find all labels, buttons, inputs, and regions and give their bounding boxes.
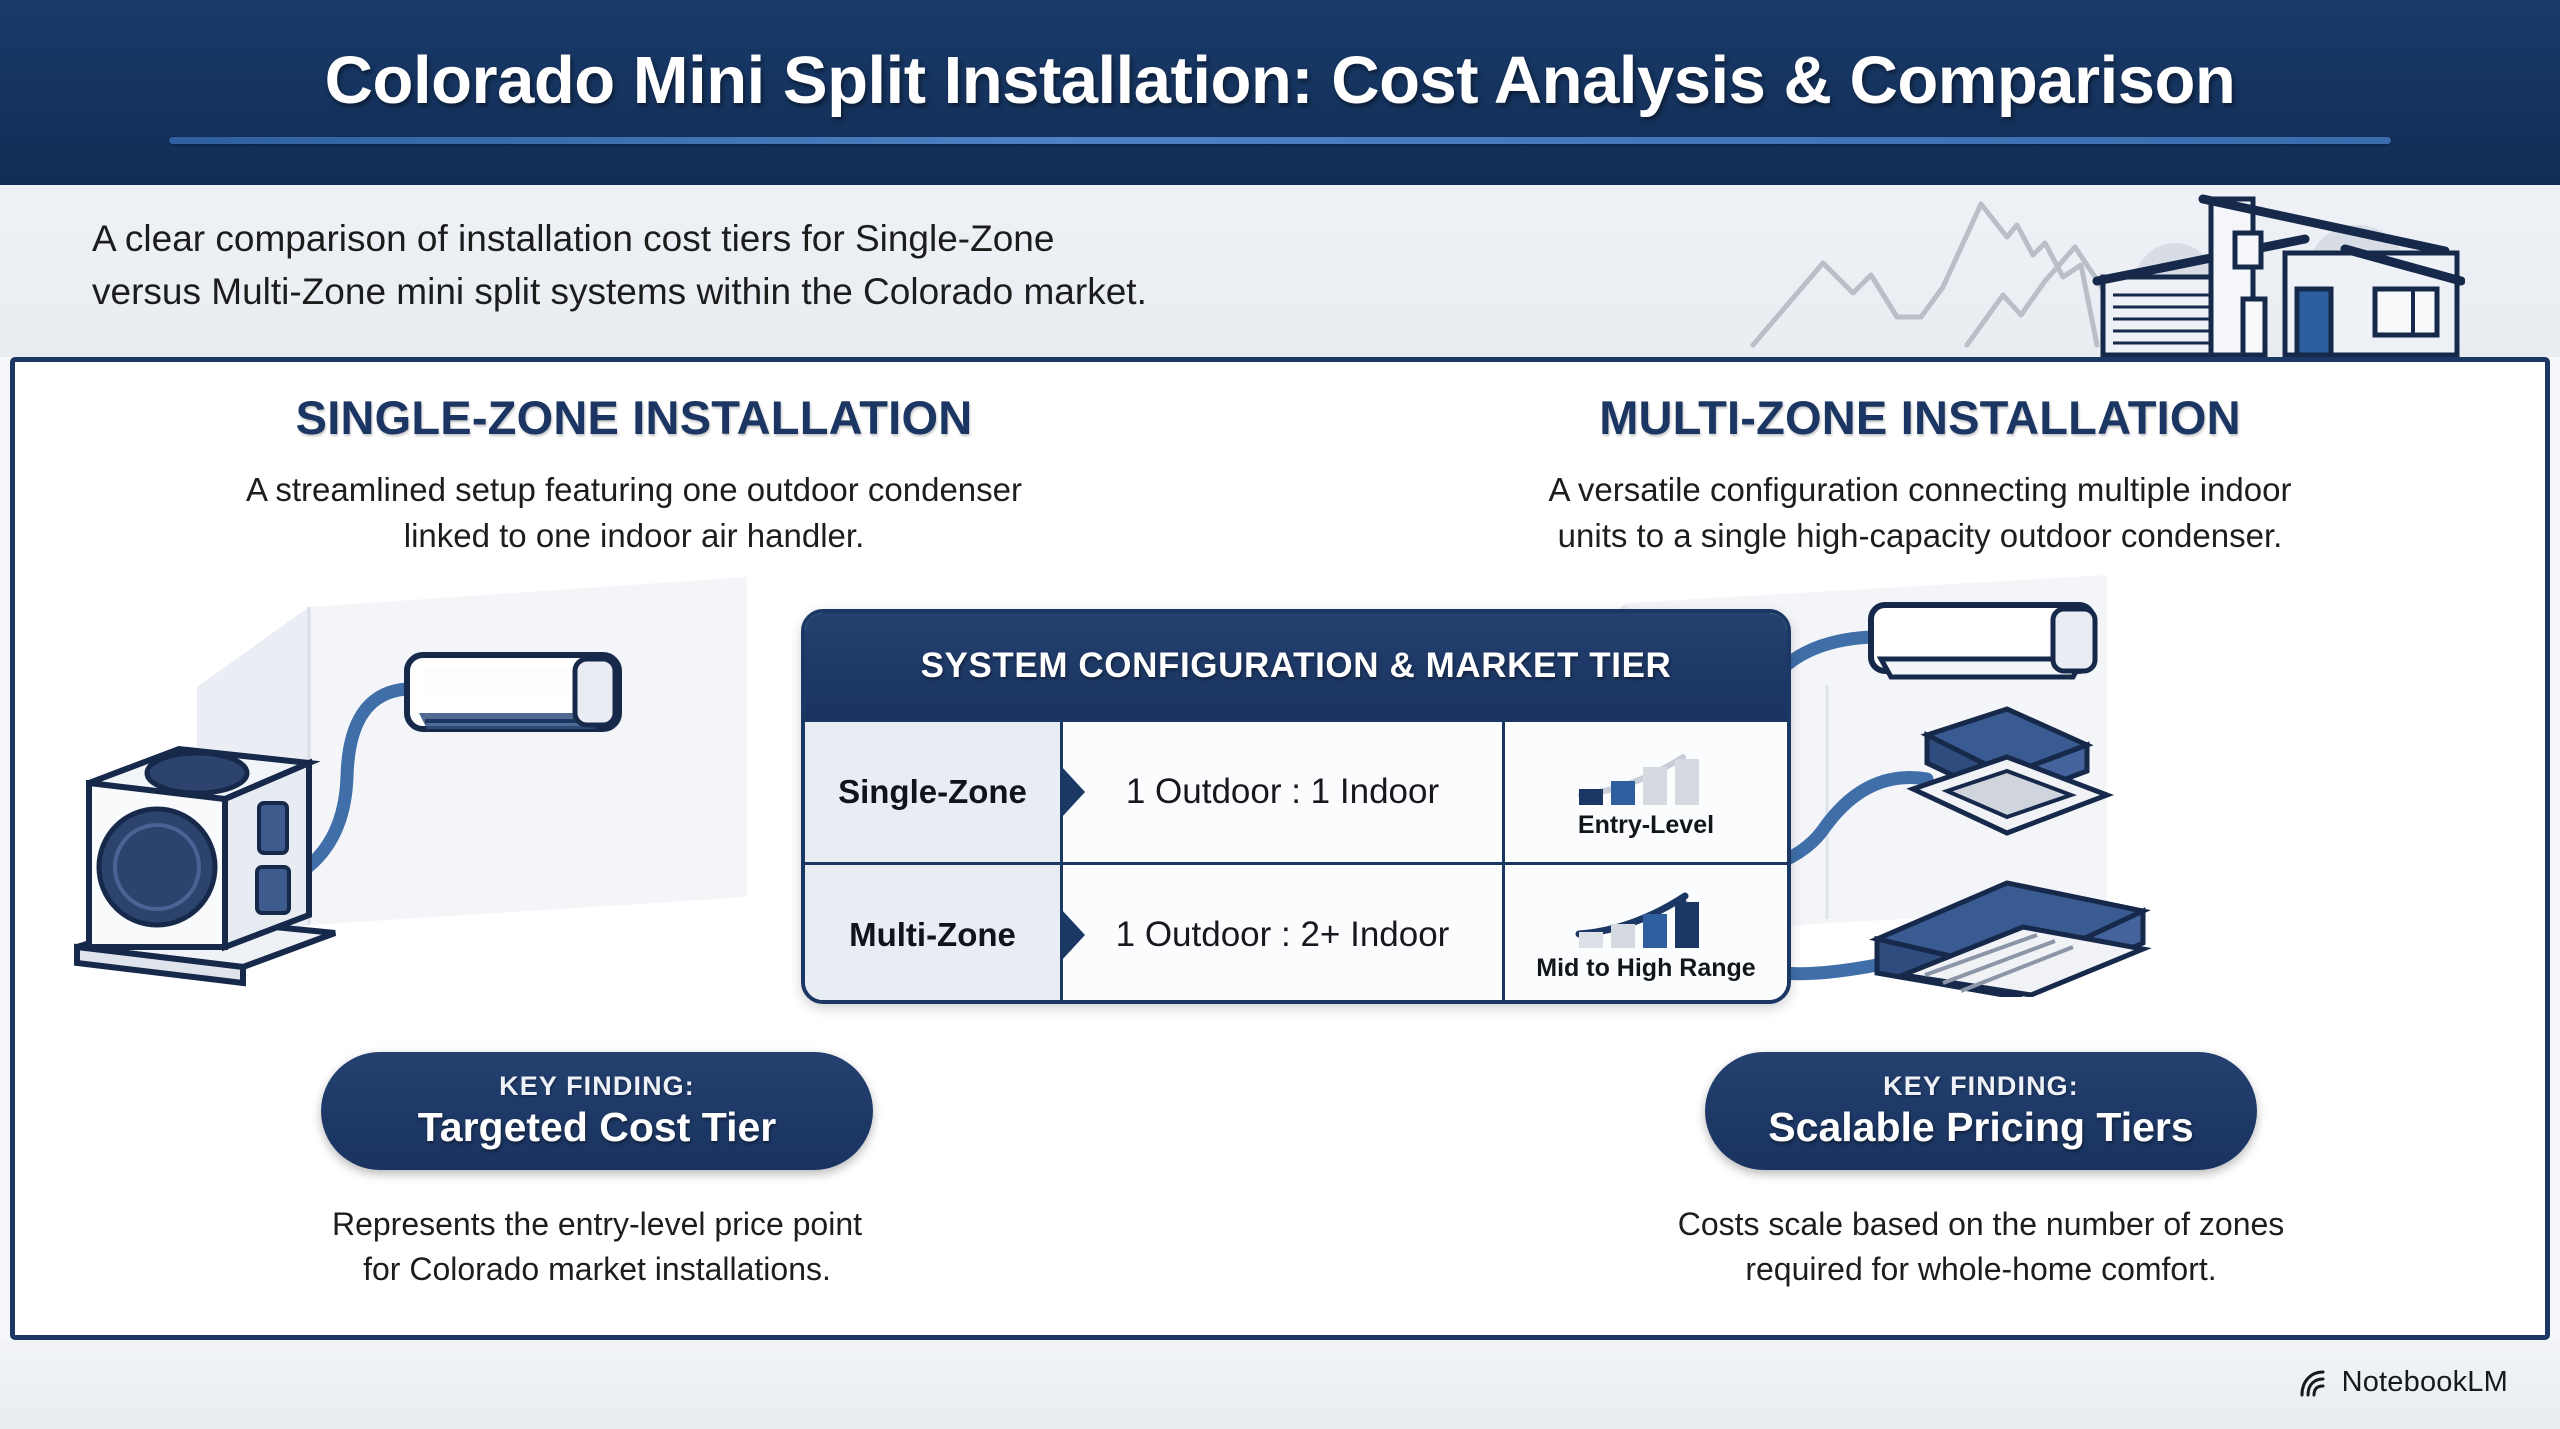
row-config-single-zone: 1 Outdoor : 1 Indoor [1063, 722, 1505, 862]
intro-line-1: A clear comparison of installation cost … [92, 218, 1055, 259]
tier-label-single-zone: Entry-Level [1577, 810, 1715, 839]
ceiling-cassette-unit-icon [1906, 706, 2115, 836]
multi-zone-subtext: A versatile configuration connecting mul… [1345, 467, 2495, 559]
page-header: Colorado Mini Split Installation: Cost A… [0, 0, 2560, 185]
header-artwork [1750, 194, 2465, 357]
key-finding-single-zone: KEY FINDING: Targeted Cost Tier [321, 1052, 873, 1170]
row-tier-multi-zone: Mid to High Range [1505, 865, 1787, 1000]
column-multi-zone: MULTI-ZONE INSTALLATION A versatile conf… [1345, 390, 2495, 559]
single-zone-note-line-1: Represents the entry-level price point [331, 1206, 863, 1242]
house-icon [2092, 194, 2465, 357]
multi-zone-note-line-2: required for whole-home comfort. [1745, 1250, 2217, 1287]
mountain-range-icon [1750, 201, 2144, 348]
multi-zone-subtext-line-2: units to a single high-capacity outdoor … [1557, 517, 2283, 555]
multi-zone-heading: MULTI-ZONE INSTALLATION [1599, 391, 2241, 444]
key-finding-kicker-right: KEY FINDING: [1883, 1071, 2079, 1101]
tier-label-multi-zone: Mid to High Range [1536, 953, 1756, 982]
single-zone-subtext-line-2: linked to one indoor air handler. [403, 517, 865, 555]
single-zone-note-line-2: for Colorado market installations. [363, 1250, 831, 1287]
outdoor-condenser-icon [74, 745, 337, 987]
single-zone-subtext: A streamlined setup featuring one outdoo… [59, 467, 1209, 559]
configuration-table: SYSTEM CONFIGURATION & MARKET TIER Singl… [801, 609, 1791, 1004]
intro-text: A clear comparison of installation cost … [92, 213, 1147, 318]
table-title: SYSTEM CONFIGURATION & MARKET TIER [920, 646, 1672, 685]
key-finding-multi-zone: KEY FINDING: Scalable Pricing Tiers [1705, 1052, 2257, 1170]
entry-level-bar-chart [1578, 753, 1699, 805]
indoor-wall-unit-icon [1868, 602, 2098, 680]
key-finding-kicker-left: KEY FINDING: [499, 1071, 695, 1101]
header-accent-rule [169, 136, 2391, 144]
notebooklm-arc-icon [2300, 1370, 2325, 1396]
table-row: Multi-Zone 1 Outdoor : 2+ Indoor Mid to … [805, 862, 1787, 1000]
single-zone-note: Represents the entry-level price point f… [147, 1202, 1047, 1292]
row-label-multi-zone: Multi-Zone [805, 865, 1063, 1000]
row-label-single-zone: Single-Zone [805, 722, 1063, 862]
row-tier-single-zone: Entry-Level [1505, 722, 1787, 862]
floor-mounted-unit-icon [1869, 880, 2152, 997]
row-config-multi-zone: 1 Outdoor : 2+ Indoor [1063, 865, 1505, 1000]
comparison-card: SINGLE-ZONE INSTALLATION A streamlined s… [10, 357, 2550, 1340]
mid-high-range-bar-chart [1575, 892, 1699, 948]
table-header: SYSTEM CONFIGURATION & MARKET TIER [805, 613, 1787, 719]
intro-band: A clear comparison of installation cost … [0, 185, 2560, 357]
indoor-wall-unit-icon [404, 652, 622, 732]
key-finding-title-right: Scalable Pricing Tiers [1768, 1104, 2194, 1150]
wall-back [309, 577, 747, 925]
column-single-zone: SINGLE-ZONE INSTALLATION A streamlined s… [59, 390, 1209, 559]
single-zone-subtext-line-1: A streamlined setup featuring one outdoo… [245, 471, 1022, 508]
multi-zone-note: Costs scale based on the number of zones… [1531, 1202, 2431, 1292]
multi-zone-note-line-1: Costs scale based on the number of zones [1677, 1206, 2285, 1242]
table-row: Single-Zone 1 Outdoor : 1 Indoor Entry-L… [805, 719, 1787, 862]
single-zone-heading: SINGLE-ZONE INSTALLATION [295, 391, 973, 444]
page-title: Colorado Mini Split Installation: Cost A… [324, 42, 2236, 118]
key-finding-title-left: Targeted Cost Tier [417, 1104, 777, 1150]
brand-mark: NotebookLM [2299, 1366, 2508, 1399]
intro-line-2: versus Multi-Zone mini split systems wit… [92, 270, 1147, 312]
multi-zone-subtext-line-1: A versatile configuration connecting mul… [1548, 471, 2292, 508]
page-footer: NotebookLM [0, 1340, 2560, 1429]
brand-name: NotebookLM [2341, 1366, 2508, 1398]
single-zone-diagram [74, 577, 747, 987]
